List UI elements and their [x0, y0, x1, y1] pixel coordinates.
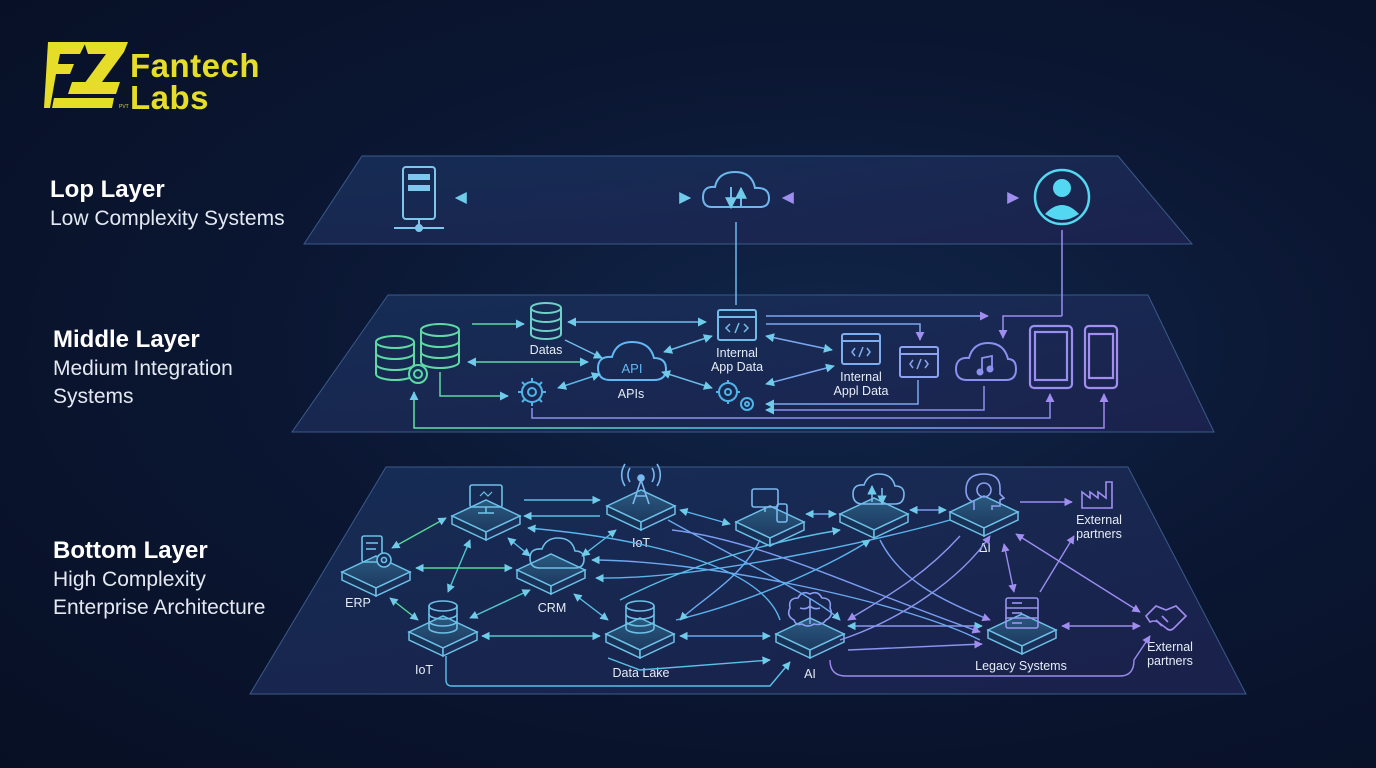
server-icon [394, 166, 444, 232]
code-window-icon [717, 309, 757, 341]
label-legacy-systems: Legacy Systems [975, 659, 1067, 673]
top-layer-title: Lop Layer [50, 176, 165, 203]
monitor-icon [469, 484, 503, 514]
label-erp: ERP [345, 596, 371, 610]
tile-erp [340, 555, 412, 598]
middle-layer-title: Middle Layer [53, 326, 200, 353]
brand-tag: PVT [119, 104, 129, 110]
desktop-phone-icon [751, 488, 788, 523]
brand-name-line1: Fantech [130, 47, 261, 84]
label-internal-app-data-line1: Internal [716, 346, 758, 360]
top-layer-plane [303, 155, 1194, 248]
tile-cloud [838, 497, 910, 540]
cloud-icon [529, 537, 585, 569]
tile-iot-top [605, 489, 677, 532]
erp-document-gear-icon [361, 535, 392, 568]
tile-ai-top [948, 495, 1020, 538]
label-ai: AI [804, 667, 816, 681]
cloud-upload-icon [852, 473, 905, 505]
top-layer-subtitle: Low Complexity Systems [50, 207, 285, 230]
brand-name-line2: Labs [130, 79, 210, 116]
handshake-icon [1144, 605, 1188, 631]
factory-icon [1081, 481, 1113, 509]
tile-monitor [450, 499, 522, 542]
fz-logo-mark [44, 42, 128, 108]
bottom-layer-links [389, 495, 1151, 687]
label-internal-app-data-line2: App Data [711, 360, 763, 374]
brain-icon [787, 591, 833, 627]
cloud-sync-icon [701, 170, 771, 210]
code-window-icon-3 [899, 346, 939, 378]
tile-iot-bottom [407, 615, 479, 658]
label-crm: CRM [538, 601, 566, 615]
bottom-tiles [340, 489, 1058, 660]
label-iot-bottom: IoT [415, 663, 433, 677]
antenna-icon [620, 463, 662, 505]
database-icon-bottom [428, 600, 458, 634]
tile-legacy [986, 613, 1058, 656]
label-internal-appl-data-line2: Appl Data [834, 384, 889, 398]
label-data: Datas [530, 343, 563, 357]
label-ai-top: ΔI [979, 541, 991, 555]
connector-user-to-music-cloud [998, 315, 1062, 339]
label-iot-top: IoT [632, 536, 650, 550]
tile-crm [515, 553, 587, 596]
middle-layer-links [409, 311, 1109, 429]
tile-ai [774, 617, 846, 660]
bottom-layer-title: Bottom Layer [53, 537, 208, 564]
database-cluster-icon [375, 323, 460, 384]
label-external-partners-bottom-line2: partners [1147, 654, 1193, 668]
music-cloud-icon [954, 341, 1018, 381]
label-internal-appl-data-line1: Internal [840, 370, 882, 384]
code-window-icon-2 [841, 333, 881, 365]
user-avatar-icon [1033, 168, 1091, 226]
database-icon [530, 302, 562, 340]
label-external-partners-top-line2: partners [1076, 527, 1122, 541]
label-apis: APIs [618, 387, 644, 401]
label-external-partners-top-line1: External [1076, 513, 1122, 527]
phone-icon [1083, 324, 1119, 390]
middle-layer-subtitle: Medium Integration Systems [53, 357, 233, 408]
data-lake-database-icon [625, 600, 655, 634]
api-icon-text: API [622, 361, 643, 376]
label-external-partners-bottom-line1: External [1147, 640, 1193, 654]
tablet-icon [1028, 324, 1074, 390]
api-cloud-icon [596, 340, 668, 381]
brain-head-icon [965, 473, 1006, 510]
brand-logo: Fantech Labs PVT [44, 38, 284, 118]
bottom-layer-subtitle: High Complexity Enterprise Architecture [53, 568, 266, 619]
